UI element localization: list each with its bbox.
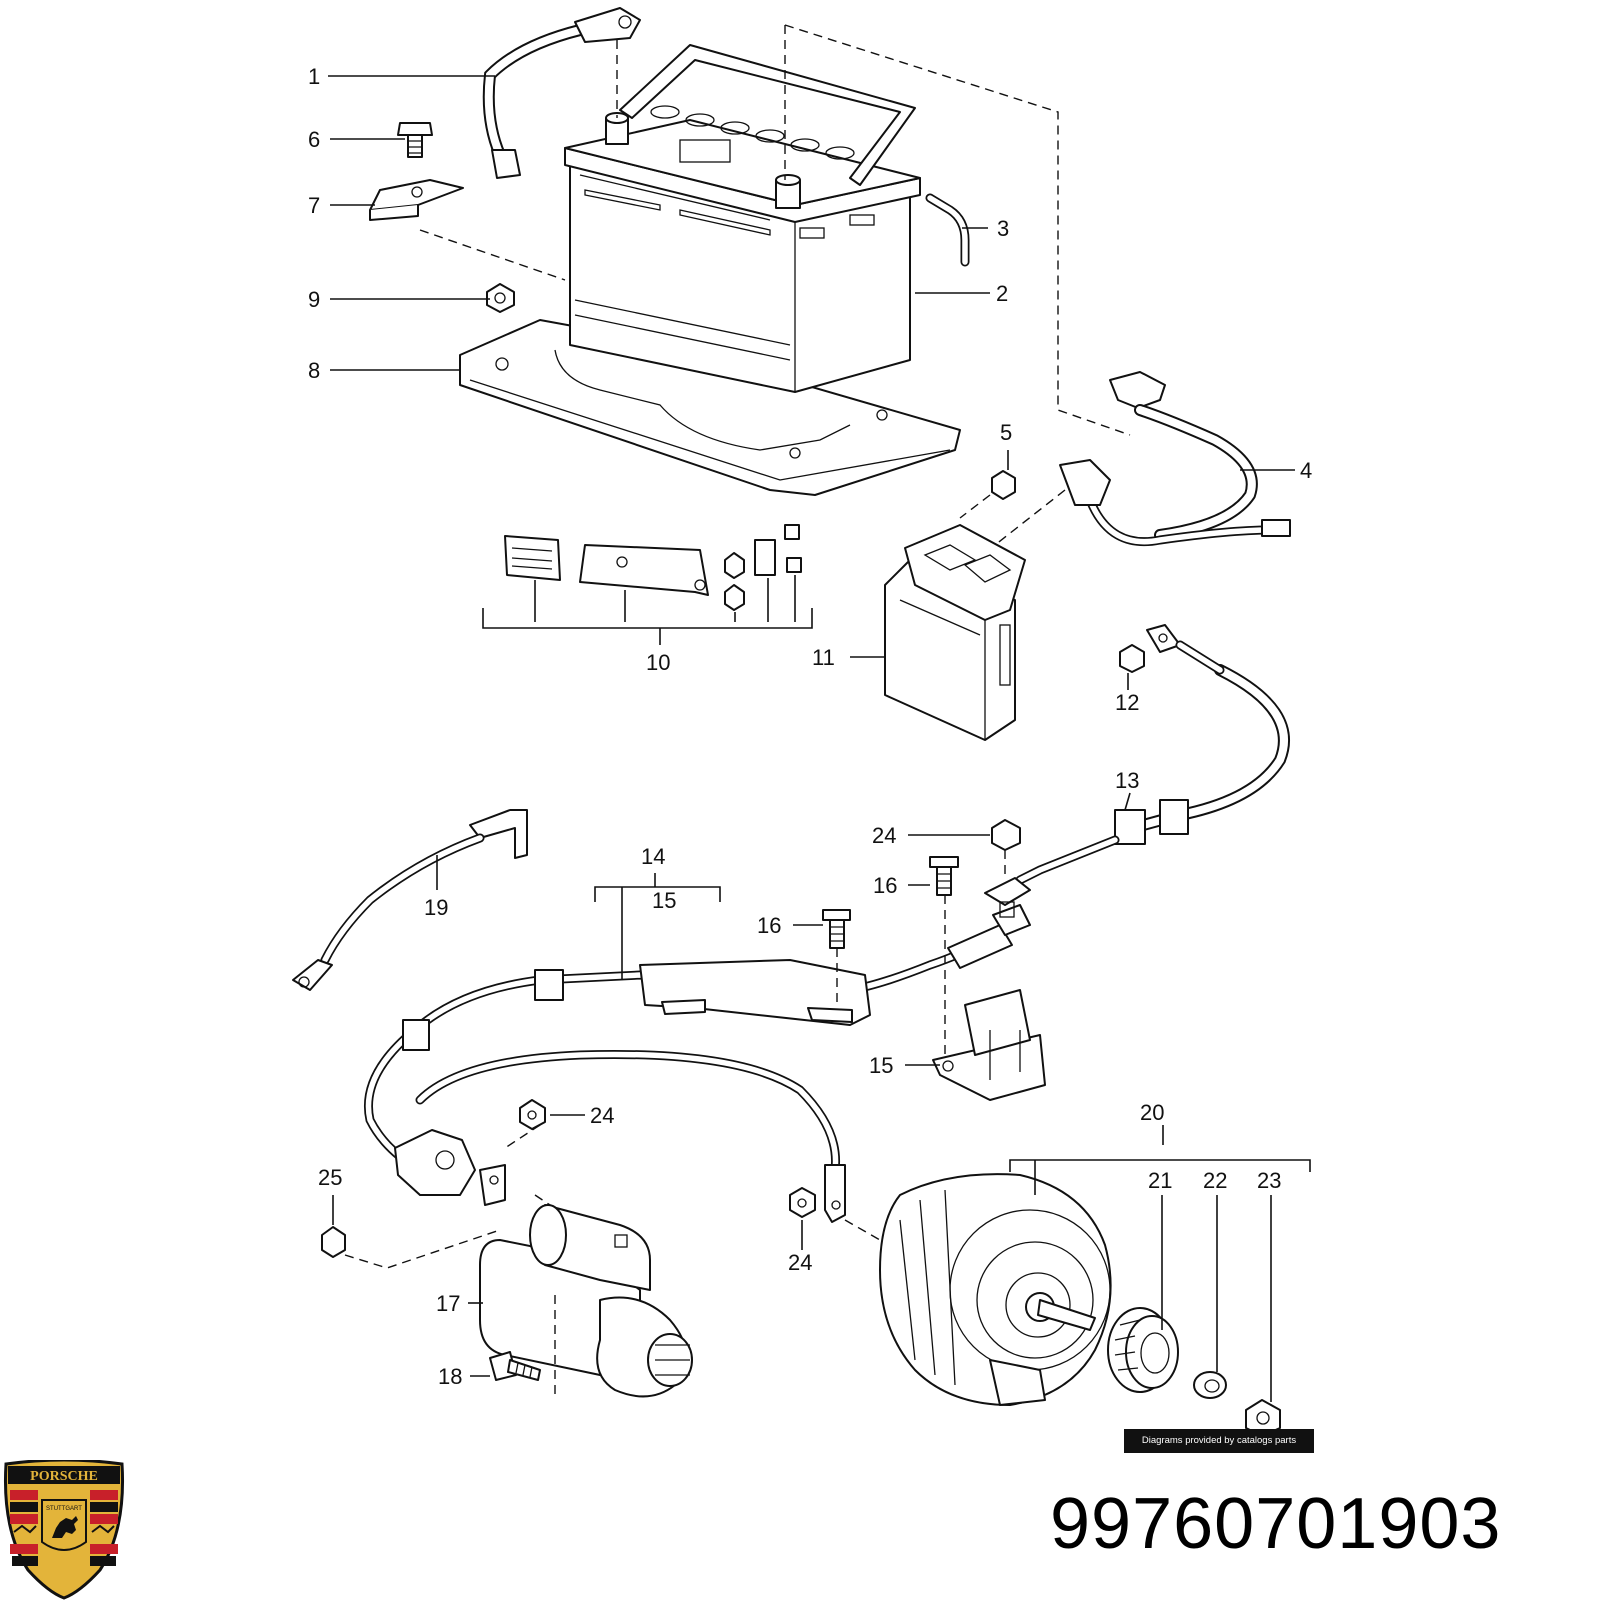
- crest-banner: [8, 1466, 120, 1484]
- elbow-3: [925, 193, 970, 267]
- callout-label: 17: [436, 1291, 460, 1316]
- nut-9: [486, 283, 515, 313]
- callout-labels: 1 2 3 4 5 6 7 8 9 10 11 12 13 14 15 15 1…: [308, 64, 1312, 1389]
- callout-label: 10: [646, 650, 670, 675]
- nut-25: [321, 1226, 346, 1258]
- callout-label: 18: [438, 1364, 462, 1389]
- crest-antler-left: [13, 1524, 37, 1534]
- callout-label: 6: [308, 127, 320, 152]
- callout-label: 12: [1115, 690, 1139, 715]
- callout-label: 16: [757, 913, 781, 938]
- callout-label: 24: [590, 1103, 614, 1128]
- crest-horse-icon: [52, 1516, 78, 1538]
- bracket-7: [369, 179, 464, 221]
- bolt-6: [397, 122, 433, 158]
- washer-22: [1193, 1371, 1227, 1399]
- nut-24-upper: [991, 819, 1021, 851]
- crest-city-text: STUTTGART: [46, 1506, 82, 1512]
- kit-10: [482, 524, 813, 645]
- nut-12: [1119, 644, 1145, 673]
- callout-label: 14: [641, 844, 665, 869]
- callout-label: 3: [997, 216, 1009, 241]
- callout-label: 20: [1140, 1100, 1164, 1125]
- nut-24-left: [519, 1099, 546, 1130]
- credit-banner: Diagrams provided by catalogs parts: [1124, 1429, 1314, 1453]
- cable-eyelet: [824, 1164, 846, 1223]
- pulley-21: [1107, 1307, 1179, 1393]
- porsche-crest-logo: PORSCHE STUTTGART: [4, 1460, 124, 1600]
- cable-19: [292, 809, 528, 991]
- callout-label: 9: [308, 287, 320, 312]
- callout-label: 13: [1115, 768, 1139, 793]
- nut-5: [991, 470, 1016, 500]
- bolt-18: [489, 1351, 541, 1381]
- callout-label: 25: [318, 1165, 342, 1190]
- starter-17: [479, 1204, 693, 1398]
- callout-label: 15: [652, 888, 676, 913]
- callout-label: 7: [308, 193, 320, 218]
- callout-label: 2: [996, 281, 1008, 306]
- callout-label: 22: [1203, 1168, 1227, 1193]
- callout-label: 24: [872, 823, 896, 848]
- callout-label: 4: [1300, 458, 1312, 483]
- bolt-16-middle: [822, 909, 851, 949]
- crest-antler-right: [91, 1524, 115, 1534]
- callout-label: 5: [1000, 420, 1012, 445]
- guide-lines: [344, 24, 1131, 1395]
- nut-23: [1245, 1399, 1281, 1437]
- crest-stripes-right: [90, 1490, 118, 1566]
- callout-label: 11: [812, 645, 835, 670]
- crest-stripes-left: [10, 1490, 38, 1566]
- callout-label: 21: [1148, 1168, 1172, 1193]
- callout-label: 24: [788, 1250, 812, 1275]
- cable-1: [482, 7, 641, 179]
- callout-label: 16: [873, 873, 897, 898]
- cable-13: [984, 624, 1290, 906]
- cable-4: [1059, 371, 1291, 547]
- control-unit-11: [884, 524, 1026, 741]
- callout-label: 23: [1257, 1168, 1281, 1193]
- alternator-20: [879, 1173, 1112, 1406]
- part-number: 99760701903: [1050, 1484, 1502, 1564]
- bracket-15: [932, 989, 1046, 1101]
- crest-brand-text: PORSCHE: [30, 1469, 98, 1484]
- battery: [564, 44, 921, 393]
- callout-label: 8: [308, 358, 320, 383]
- callout-label: 15: [869, 1053, 893, 1078]
- callout-label: 1: [308, 64, 320, 89]
- starter-terminal: [394, 1129, 506, 1206]
- callout-label: 19: [424, 895, 448, 920]
- nut-24-lower: [789, 1187, 816, 1218]
- harness-14: [364, 901, 1031, 1175]
- bolt-16-right: [929, 856, 959, 896]
- leader-lines: [328, 75, 1311, 1402]
